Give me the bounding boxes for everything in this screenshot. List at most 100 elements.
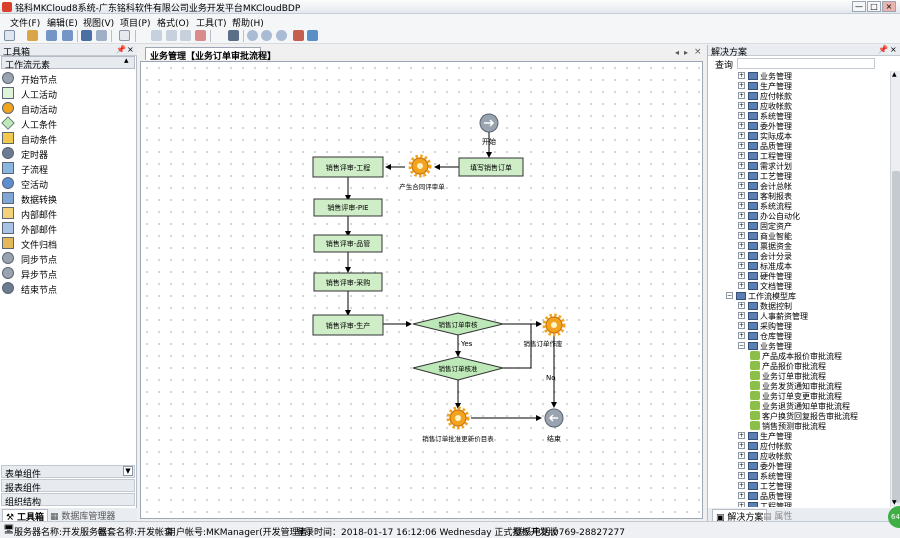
menu-edit[interactable]: 编辑(E) <box>47 19 78 29</box>
expand-toggle-icon[interactable]: + <box>738 252 745 259</box>
expand-toggle-icon[interactable]: + <box>738 432 745 439</box>
copy-icon[interactable] <box>166 30 177 41</box>
menu-project[interactable]: 项目(P) <box>120 19 151 29</box>
zoom-in-icon[interactable] <box>247 30 258 41</box>
expand-toggle-icon[interactable]: + <box>738 502 745 507</box>
review-engineering-activity[interactable]: 销售评审-工程 <box>312 156 384 178</box>
expand-toggle-icon[interactable]: + <box>738 132 745 139</box>
review-production-activity[interactable]: 销售评审-生产 <box>312 314 384 336</box>
tab-scroll-left-icon[interactable]: ◂ <box>675 48 680 57</box>
search-bar[interactable]: 查询 <box>711 58 876 71</box>
scroll-thumb[interactable] <box>892 171 900 503</box>
close-panel-icon[interactable]: × <box>127 45 134 54</box>
expand-toggle-icon[interactable]: + <box>738 462 745 469</box>
tool-item[interactable]: 同步节点 <box>0 251 134 266</box>
maximize-button[interactable]: □ <box>867 1 881 12</box>
scroll-up-icon[interactable]: ▲ <box>892 71 897 78</box>
menu-format[interactable]: 格式(O) <box>157 19 190 29</box>
expand-toggle-icon[interactable]: + <box>738 262 745 269</box>
expand-toggle-icon[interactable]: + <box>738 222 745 229</box>
pin-icon[interactable]: 📌 <box>878 45 888 54</box>
tree-scrollbar[interactable]: ▲ ▼ <box>890 71 900 507</box>
close-panel-icon[interactable]: × <box>890 45 897 54</box>
new-file-icon[interactable] <box>4 30 15 41</box>
tool-item[interactable]: 异步节点 <box>0 266 134 281</box>
expand-toggle-icon[interactable]: + <box>738 452 745 459</box>
expand-toggle-icon[interactable]: + <box>738 162 745 169</box>
expand-toggle-icon[interactable]: + <box>738 442 745 449</box>
export-icon[interactable] <box>46 30 57 41</box>
expand-toggle-icon[interactable]: + <box>738 322 745 329</box>
expand-toggle-icon[interactable]: + <box>738 272 745 279</box>
expand-toggle-icon[interactable]: + <box>738 92 745 99</box>
start-node[interactable]: 开始 <box>479 113 499 146</box>
tab-database-manager[interactable]: ▦ 数据库管理器 <box>50 512 116 522</box>
approve-check-condition[interactable]: 销售订单核准 <box>412 356 504 381</box>
zoom-out-icon[interactable] <box>261 30 272 41</box>
tool-item[interactable]: 开始节点 <box>0 71 134 86</box>
cut-icon[interactable] <box>151 30 162 41</box>
search-input[interactable] <box>737 58 875 69</box>
expand-toggle-icon[interactable]: + <box>738 182 745 189</box>
auto-contract-activity[interactable]: 产生合同评审单 <box>399 154 445 191</box>
print-icon[interactable] <box>293 30 304 41</box>
expand-toggle-icon[interactable]: + <box>738 302 745 309</box>
approve-order-condition[interactable]: 销售订单审核 <box>412 312 504 336</box>
pin-icon[interactable]: 📌 <box>116 45 126 54</box>
end-node[interactable]: 结束 <box>544 408 564 443</box>
save-icon[interactable] <box>81 30 92 41</box>
expand-toggle-icon[interactable]: + <box>738 122 745 129</box>
zoom-fit-icon[interactable] <box>276 30 287 41</box>
expand-toggle-icon[interactable]: + <box>738 282 745 289</box>
menu-tools[interactable]: 工具(T) <box>196 19 227 29</box>
find-binoculars-icon[interactable] <box>228 30 239 41</box>
expand-toggle-icon[interactable]: + <box>738 202 745 209</box>
expand-toggle-icon[interactable]: + <box>738 492 745 499</box>
properties-icon[interactable] <box>119 30 130 41</box>
close-document-icon[interactable]: × <box>694 47 702 57</box>
collapse-icon[interactable]: ▴ <box>124 56 129 66</box>
tool-item[interactable]: 自动活动 <box>0 101 134 116</box>
expand-toggle-icon[interactable]: + <box>738 102 745 109</box>
tool-item[interactable]: 数据转换 <box>0 191 134 206</box>
tool-item[interactable]: 内部邮件 <box>0 206 134 221</box>
expand-toggle-icon[interactable]: − <box>738 342 745 349</box>
tab-scroll-right-icon[interactable]: ▸ <box>684 48 689 57</box>
tab-properties[interactable]: ▤ 属性 <box>763 512 793 522</box>
tool-item[interactable]: 子流程 <box>0 161 134 176</box>
expand-toggle-icon[interactable]: + <box>738 142 745 149</box>
dropdown-icon[interactable]: ▼ <box>123 466 133 476</box>
document-tab[interactable]: 业务管理【业务订单审批流程】 <box>145 47 276 62</box>
expand-toggle-icon[interactable]: + <box>738 172 745 179</box>
expand-toggle-icon[interactable]: + <box>738 212 745 219</box>
workflow-elements-section[interactable]: 工作流元素 ▴ <box>1 56 135 71</box>
expand-toggle-icon[interactable]: + <box>738 82 745 89</box>
scroll-down-icon[interactable]: ▼ <box>892 499 897 506</box>
open-folder-icon[interactable] <box>27 30 38 41</box>
paste-icon[interactable] <box>180 30 191 41</box>
expand-toggle-icon[interactable]: + <box>738 72 745 79</box>
delete-icon[interactable] <box>195 30 206 41</box>
expand-toggle-icon[interactable]: + <box>738 152 745 159</box>
menu-file[interactable]: 文件(F) <box>10 19 41 29</box>
menu-view[interactable]: 视图(V) <box>83 19 115 29</box>
expand-toggle-icon[interactable]: + <box>738 112 745 119</box>
expand-toggle-icon[interactable]: − <box>726 292 733 299</box>
tool-item[interactable]: 空活动 <box>0 176 134 191</box>
tool-item[interactable]: 人工活动 <box>0 86 134 101</box>
org-structure-section[interactable]: 组织结构 <box>1 493 135 508</box>
expand-toggle-icon[interactable]: + <box>738 312 745 319</box>
close-button[interactable]: × <box>882 1 896 12</box>
fill-order-activity[interactable]: 填写销售订单 <box>458 157 524 177</box>
update-price-activity[interactable]: 销售订单批准更新价目表 <box>422 406 494 443</box>
expand-toggle-icon[interactable]: + <box>738 232 745 239</box>
review-pie-activity[interactable]: 销售评审-PIE <box>313 198 383 217</box>
review-manager-activity[interactable]: 销售评审-品管 <box>313 234 383 253</box>
expand-toggle-icon[interactable]: + <box>738 482 745 489</box>
tool-item[interactable]: 定时器 <box>0 146 134 161</box>
tool-item[interactable]: 自动条件 <box>0 131 134 146</box>
menu-help[interactable]: 帮助(H) <box>232 19 264 29</box>
tool-item[interactable]: 结束节点 <box>0 281 134 296</box>
expand-toggle-icon[interactable]: + <box>738 242 745 249</box>
expand-toggle-icon[interactable]: + <box>738 472 745 479</box>
